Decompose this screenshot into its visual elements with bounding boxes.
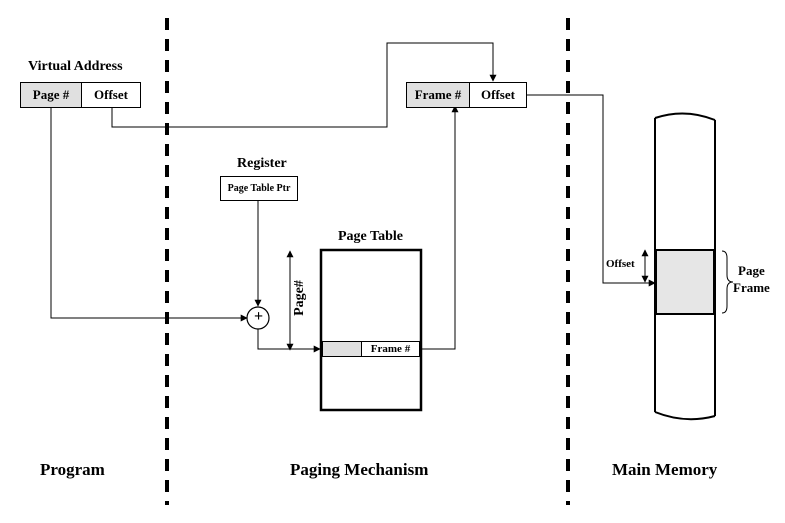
page-table-ptr-register: Page Table Ptr xyxy=(220,176,298,201)
offset-to-memory-line xyxy=(527,94,656,287)
main-memory-section-label: Main Memory xyxy=(612,460,718,479)
page-frame-block xyxy=(655,249,715,315)
adder-plus-sign: + xyxy=(253,308,264,325)
memory-offset-label: Offset xyxy=(606,258,635,270)
offset-copy-line xyxy=(111,42,497,128)
page-table-box xyxy=(319,248,423,412)
virtual-page-field: Page # xyxy=(20,82,82,108)
page-frame-brace xyxy=(721,250,734,314)
adder-to-entry-line xyxy=(257,329,321,353)
page-number-line xyxy=(50,108,248,322)
physical-frame-field: Frame # xyxy=(406,82,470,108)
entry-to-frame-line xyxy=(421,105,459,350)
main-memory-bottom-break xyxy=(654,411,716,421)
page-table-entry-index xyxy=(322,341,362,357)
physical-offset-field: Offset xyxy=(469,82,527,108)
register-title: Register xyxy=(237,156,287,171)
page-index-label: Page# xyxy=(292,280,307,316)
page-table-title: Page Table xyxy=(338,229,403,244)
program-section-label: Program xyxy=(40,460,105,479)
virtual-address-title: Virtual Address xyxy=(28,59,123,74)
main-memory-top-break xyxy=(654,112,716,121)
page-frame-label-line1: Page xyxy=(738,263,765,278)
page-frame-label-line2: Frame xyxy=(733,280,770,295)
paging-mechanism-section-label: Paging Mechanism xyxy=(290,460,429,479)
page-table-entry-frame: Frame # xyxy=(361,341,420,357)
virtual-offset-field: Offset xyxy=(81,82,141,108)
